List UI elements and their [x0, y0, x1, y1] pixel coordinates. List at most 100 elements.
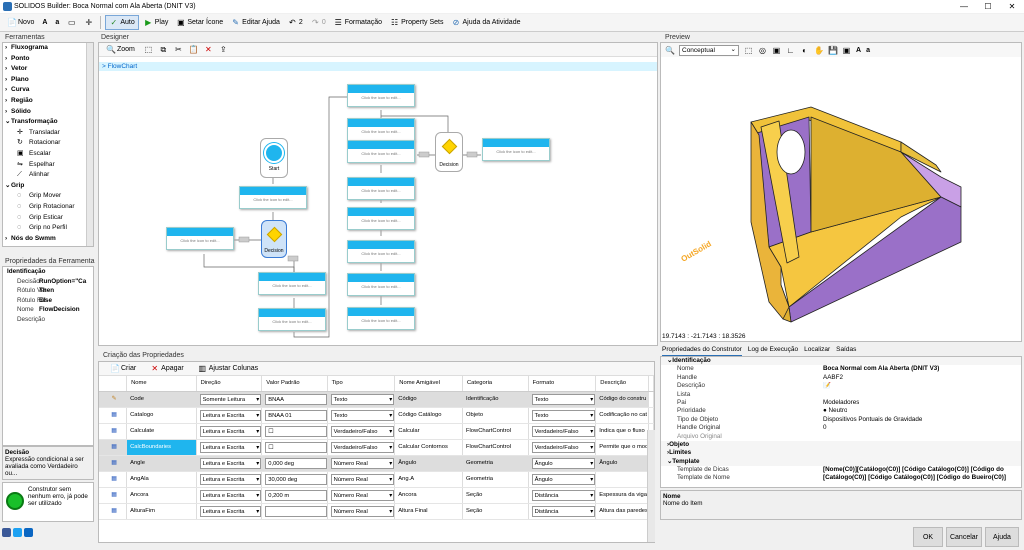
- twitter-icon[interactable]: [13, 528, 22, 537]
- format-button[interactable]: ☰Formatação: [334, 18, 383, 27]
- table-cell[interactable]: BNAA: [261, 391, 328, 408]
- table-cell[interactable]: Texto: [327, 391, 396, 408]
- table-cell[interactable]: Calcular Contornos: [394, 439, 463, 456]
- tool-item[interactable]: ◌Grip Mover: [3, 191, 93, 202]
- table-cell[interactable]: Leitura e Escrita: [196, 471, 263, 488]
- cell-editor[interactable]: Número Real: [330, 489, 394, 501]
- table-cell[interactable]: Seção: [462, 487, 529, 504]
- flow-activity-node[interactable]: Click the icon to edit...: [347, 273, 415, 296]
- tool-item[interactable]: Fluxograma: [3, 43, 93, 54]
- flow-activity-node[interactable]: Click the icon to edit...: [347, 177, 415, 200]
- column-header[interactable]: Categoria: [462, 376, 529, 392]
- property-category[interactable]: ⌄ Template: [661, 457, 1021, 467]
- table-cell[interactable]: Texto: [528, 407, 597, 424]
- table-cell[interactable]: Número Real: [327, 455, 396, 472]
- table-cell[interactable]: Codificação no cat: [595, 407, 649, 424]
- tool-item[interactable]: ◌Grip no Perfil: [3, 223, 93, 234]
- hand-icon[interactable]: ✋: [814, 45, 824, 55]
- table-cell[interactable]: Permite que o moc: [595, 439, 649, 456]
- adjust-columns-button[interactable]: ▥Ajustar Colunas: [198, 364, 259, 373]
- tool-item[interactable]: Transformação: [3, 117, 93, 128]
- font-bigger-button[interactable]: A: [856, 46, 862, 54]
- ok-button[interactable]: OK: [913, 527, 943, 547]
- copy-icon[interactable]: ⧉: [160, 45, 167, 54]
- camera-icon[interactable]: ▣: [842, 45, 851, 55]
- cancel-button[interactable]: Cancelar: [946, 527, 982, 547]
- table-cell[interactable]: Espessura da viga: [595, 487, 649, 504]
- breadcrumb[interactable]: > FlowChart: [99, 62, 657, 71]
- paste-icon[interactable]: 📋: [188, 45, 199, 54]
- table-cell[interactable]: CalcBoundaries: [126, 439, 197, 456]
- cell-editor[interactable]: Distância: [531, 505, 595, 517]
- remove-button[interactable]: ▭: [64, 15, 79, 30]
- flow-activity-node[interactable]: Click the icon to edit...: [347, 118, 415, 141]
- grid-scrollbar[interactable]: [647, 430, 655, 542]
- table-cell[interactable]: AlturaFim: [126, 503, 197, 520]
- flow-activity-node[interactable]: Click the icon to edit...: [347, 140, 415, 163]
- delete-button[interactable]: ✕Apagar: [151, 364, 184, 373]
- table-cell[interactable]: Leitura e Escrita: [196, 503, 263, 520]
- table-cell[interactable]: Leitura e Escrita: [196, 455, 263, 472]
- tab-0[interactable]: Propriedades do Construtor: [662, 346, 742, 356]
- edit-help-button[interactable]: ✎Editar Ajuda: [232, 18, 280, 27]
- tool-item[interactable]: ▣Escalar: [3, 149, 93, 160]
- tool-item[interactable]: ◌Grip Rotacionar: [3, 202, 93, 213]
- tab-3[interactable]: Saídas: [836, 346, 857, 353]
- set-icon-button[interactable]: ▣Setar Ícone: [177, 18, 224, 27]
- close-icon[interactable]: ✕: [1008, 2, 1016, 11]
- table-cell[interactable]: Código do constru: [595, 391, 649, 408]
- cell-editor[interactable]: 0,200 m: [265, 489, 327, 501]
- cell-editor[interactable]: 30,000 deg: [265, 473, 327, 485]
- table-cell[interactable]: Objeto: [462, 407, 529, 424]
- cell-editor[interactable]: ☐: [265, 441, 327, 453]
- font-bigger-button[interactable]: A: [42, 19, 48, 26]
- table-cell[interactable]: Distância: [528, 503, 597, 520]
- cell-editor[interactable]: Verdadeiro/Falso: [330, 441, 394, 453]
- tool-item[interactable]: Plano: [3, 75, 93, 86]
- table-cell[interactable]: Catalogo: [126, 407, 197, 424]
- play-button[interactable]: ▶Play: [145, 18, 169, 27]
- cell-editor[interactable]: Leitura e Escrita: [199, 425, 261, 437]
- flow-activity-node[interactable]: Click the icon to edit...: [347, 240, 415, 263]
- select-icon[interactable]: ⬚: [144, 45, 153, 54]
- table-cell[interactable]: ☐: [261, 439, 328, 456]
- table-cell[interactable]: Ângulo: [595, 455, 649, 472]
- table-cell[interactable]: Leitura e Escrita: [196, 439, 263, 456]
- activity-help-button[interactable]: ⊘Ajuda da Atividade: [452, 18, 521, 27]
- flow-activity-node[interactable]: Click the icon to edit...: [258, 308, 326, 331]
- table-cell[interactable]: Calcular: [394, 423, 463, 440]
- column-header[interactable]: Descrição: [595, 376, 649, 392]
- cell-editor[interactable]: Leitura e Escrita: [199, 409, 261, 421]
- export-icon[interactable]: ⇪: [220, 45, 227, 54]
- flow-activity-node[interactable]: Click the icon to edit...: [347, 307, 415, 330]
- property-row[interactable]: Lista: [677, 390, 691, 398]
- tool-item[interactable]: ◌Grip Esticar: [3, 213, 93, 224]
- tool-prop-row[interactable]: Descrição: [17, 315, 45, 323]
- font-smaller-button[interactable]: a: [866, 46, 870, 54]
- cell-editor[interactable]: Leitura e Escrita: [199, 473, 261, 485]
- undo-button[interactable]: ↶2: [289, 18, 303, 27]
- cell-editor[interactable]: Distância: [531, 489, 595, 501]
- cell-editor[interactable]: Texto: [531, 393, 595, 405]
- column-header[interactable]: Direção: [196, 376, 263, 392]
- table-cell[interactable]: Altura das paredes: [595, 503, 649, 520]
- table-cell[interactable]: Verdadeiro/Falso: [528, 423, 597, 440]
- tool-item[interactable]: ↻Rotacionar: [3, 138, 93, 149]
- column-header[interactable]: Formato: [528, 376, 597, 392]
- cell-editor[interactable]: Leitura e Escrita: [199, 489, 261, 501]
- tool-item[interactable]: Sólido: [3, 107, 93, 118]
- cell-editor[interactable]: Texto: [531, 409, 595, 421]
- property-category[interactable]: ⌄ Identificação: [661, 357, 1021, 366]
- table-cell[interactable]: Texto: [528, 391, 597, 408]
- table-cell[interactable]: Verdadeiro/Falso: [327, 423, 396, 440]
- delete-icon[interactable]: ✕: [205, 45, 212, 54]
- table-cell[interactable]: Código: [394, 391, 463, 408]
- property-category[interactable]: › Objeto: [661, 440, 1021, 450]
- cell-editor[interactable]: Somente Leitura: [199, 393, 261, 405]
